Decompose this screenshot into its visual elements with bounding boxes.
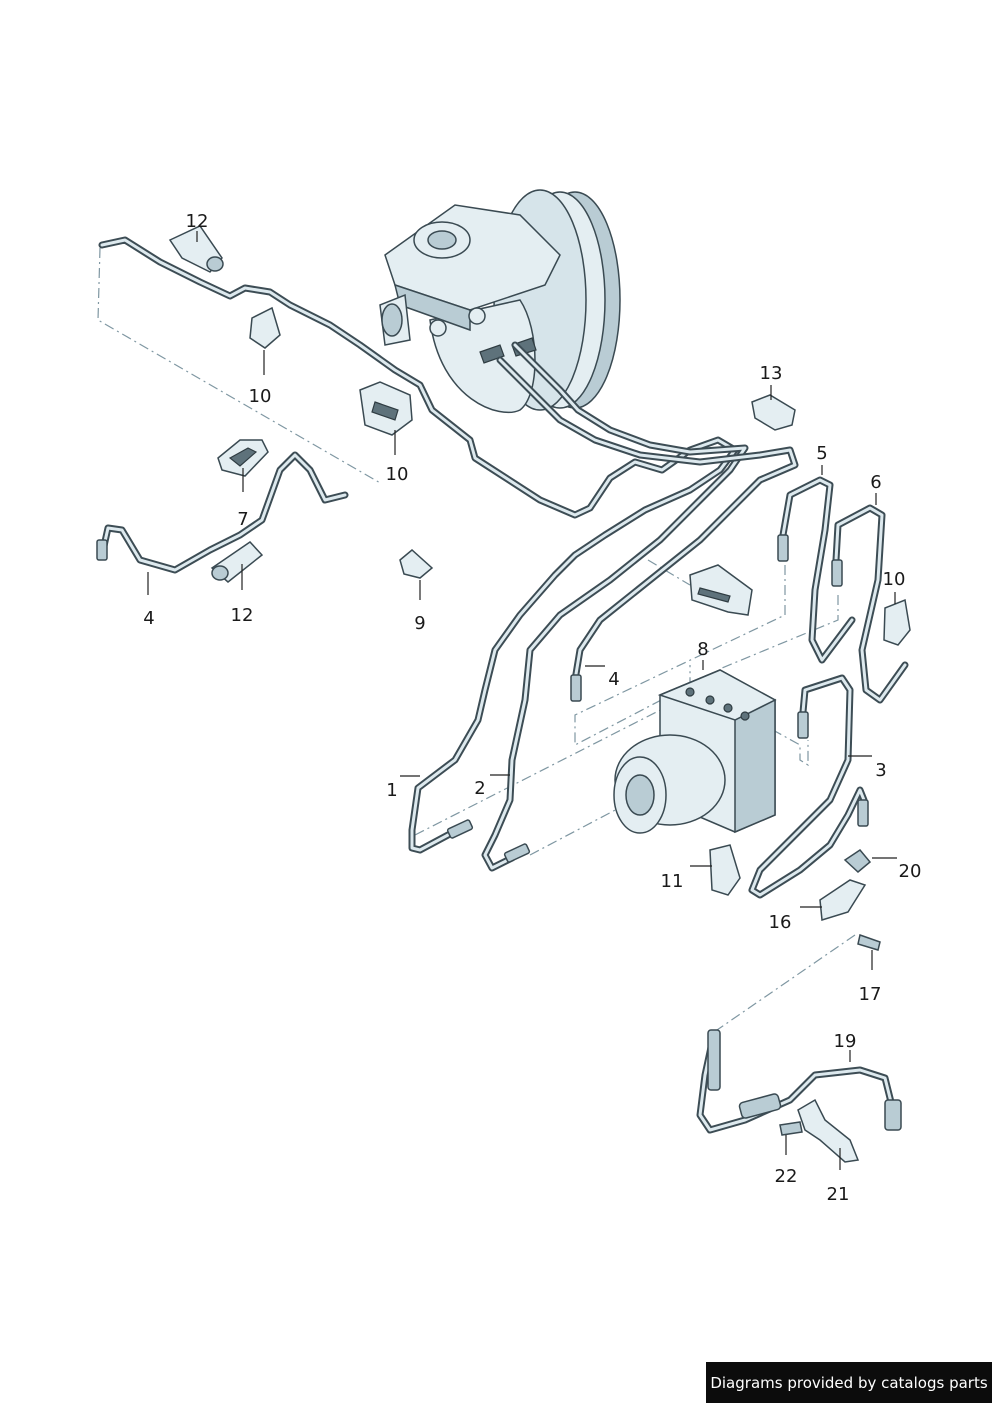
callout-17: 17 <box>858 984 882 1005</box>
callout-8: 8 <box>697 639 709 660</box>
callout-10-mid: 10 <box>385 464 409 485</box>
callout-1: 1 <box>386 780 398 801</box>
pipe-fittings <box>96 534 902 1131</box>
callout-22: 22 <box>774 1166 798 1187</box>
callout-21: 21 <box>826 1184 850 1205</box>
callout-10-left: 10 <box>248 386 272 407</box>
callout-5: 5 <box>816 443 828 464</box>
callout-2: 2 <box>474 778 486 799</box>
callout-11: 11 <box>660 871 684 892</box>
callout-4-left: 4 <box>143 608 155 629</box>
callout-3: 3 <box>875 760 887 781</box>
abs-hydraulic-unit <box>613 669 777 834</box>
callout-13: 13 <box>759 363 783 384</box>
callout-9: 9 <box>414 613 426 634</box>
callout-12-top: 12 <box>185 211 209 232</box>
callout-20: 20 <box>898 861 922 882</box>
footer-credit-text: Diagrams provided by catalogs parts <box>710 1373 988 1392</box>
footer-credit-banner: Diagrams provided by catalogs parts <box>706 1362 992 1403</box>
callout-19: 19 <box>833 1031 857 1052</box>
callout-4-right: 4 <box>608 669 620 690</box>
callout-10-right: 10 <box>882 569 906 590</box>
callout-6: 6 <box>870 472 882 493</box>
clips-and-brackets <box>168 225 911 1163</box>
brake-booster-assembly <box>379 189 621 414</box>
callout-leader-lines <box>147 231 897 1170</box>
callout-12-bottom: 12 <box>230 605 254 626</box>
callout-16: 16 <box>768 912 792 933</box>
callout-7: 7 <box>237 509 249 530</box>
